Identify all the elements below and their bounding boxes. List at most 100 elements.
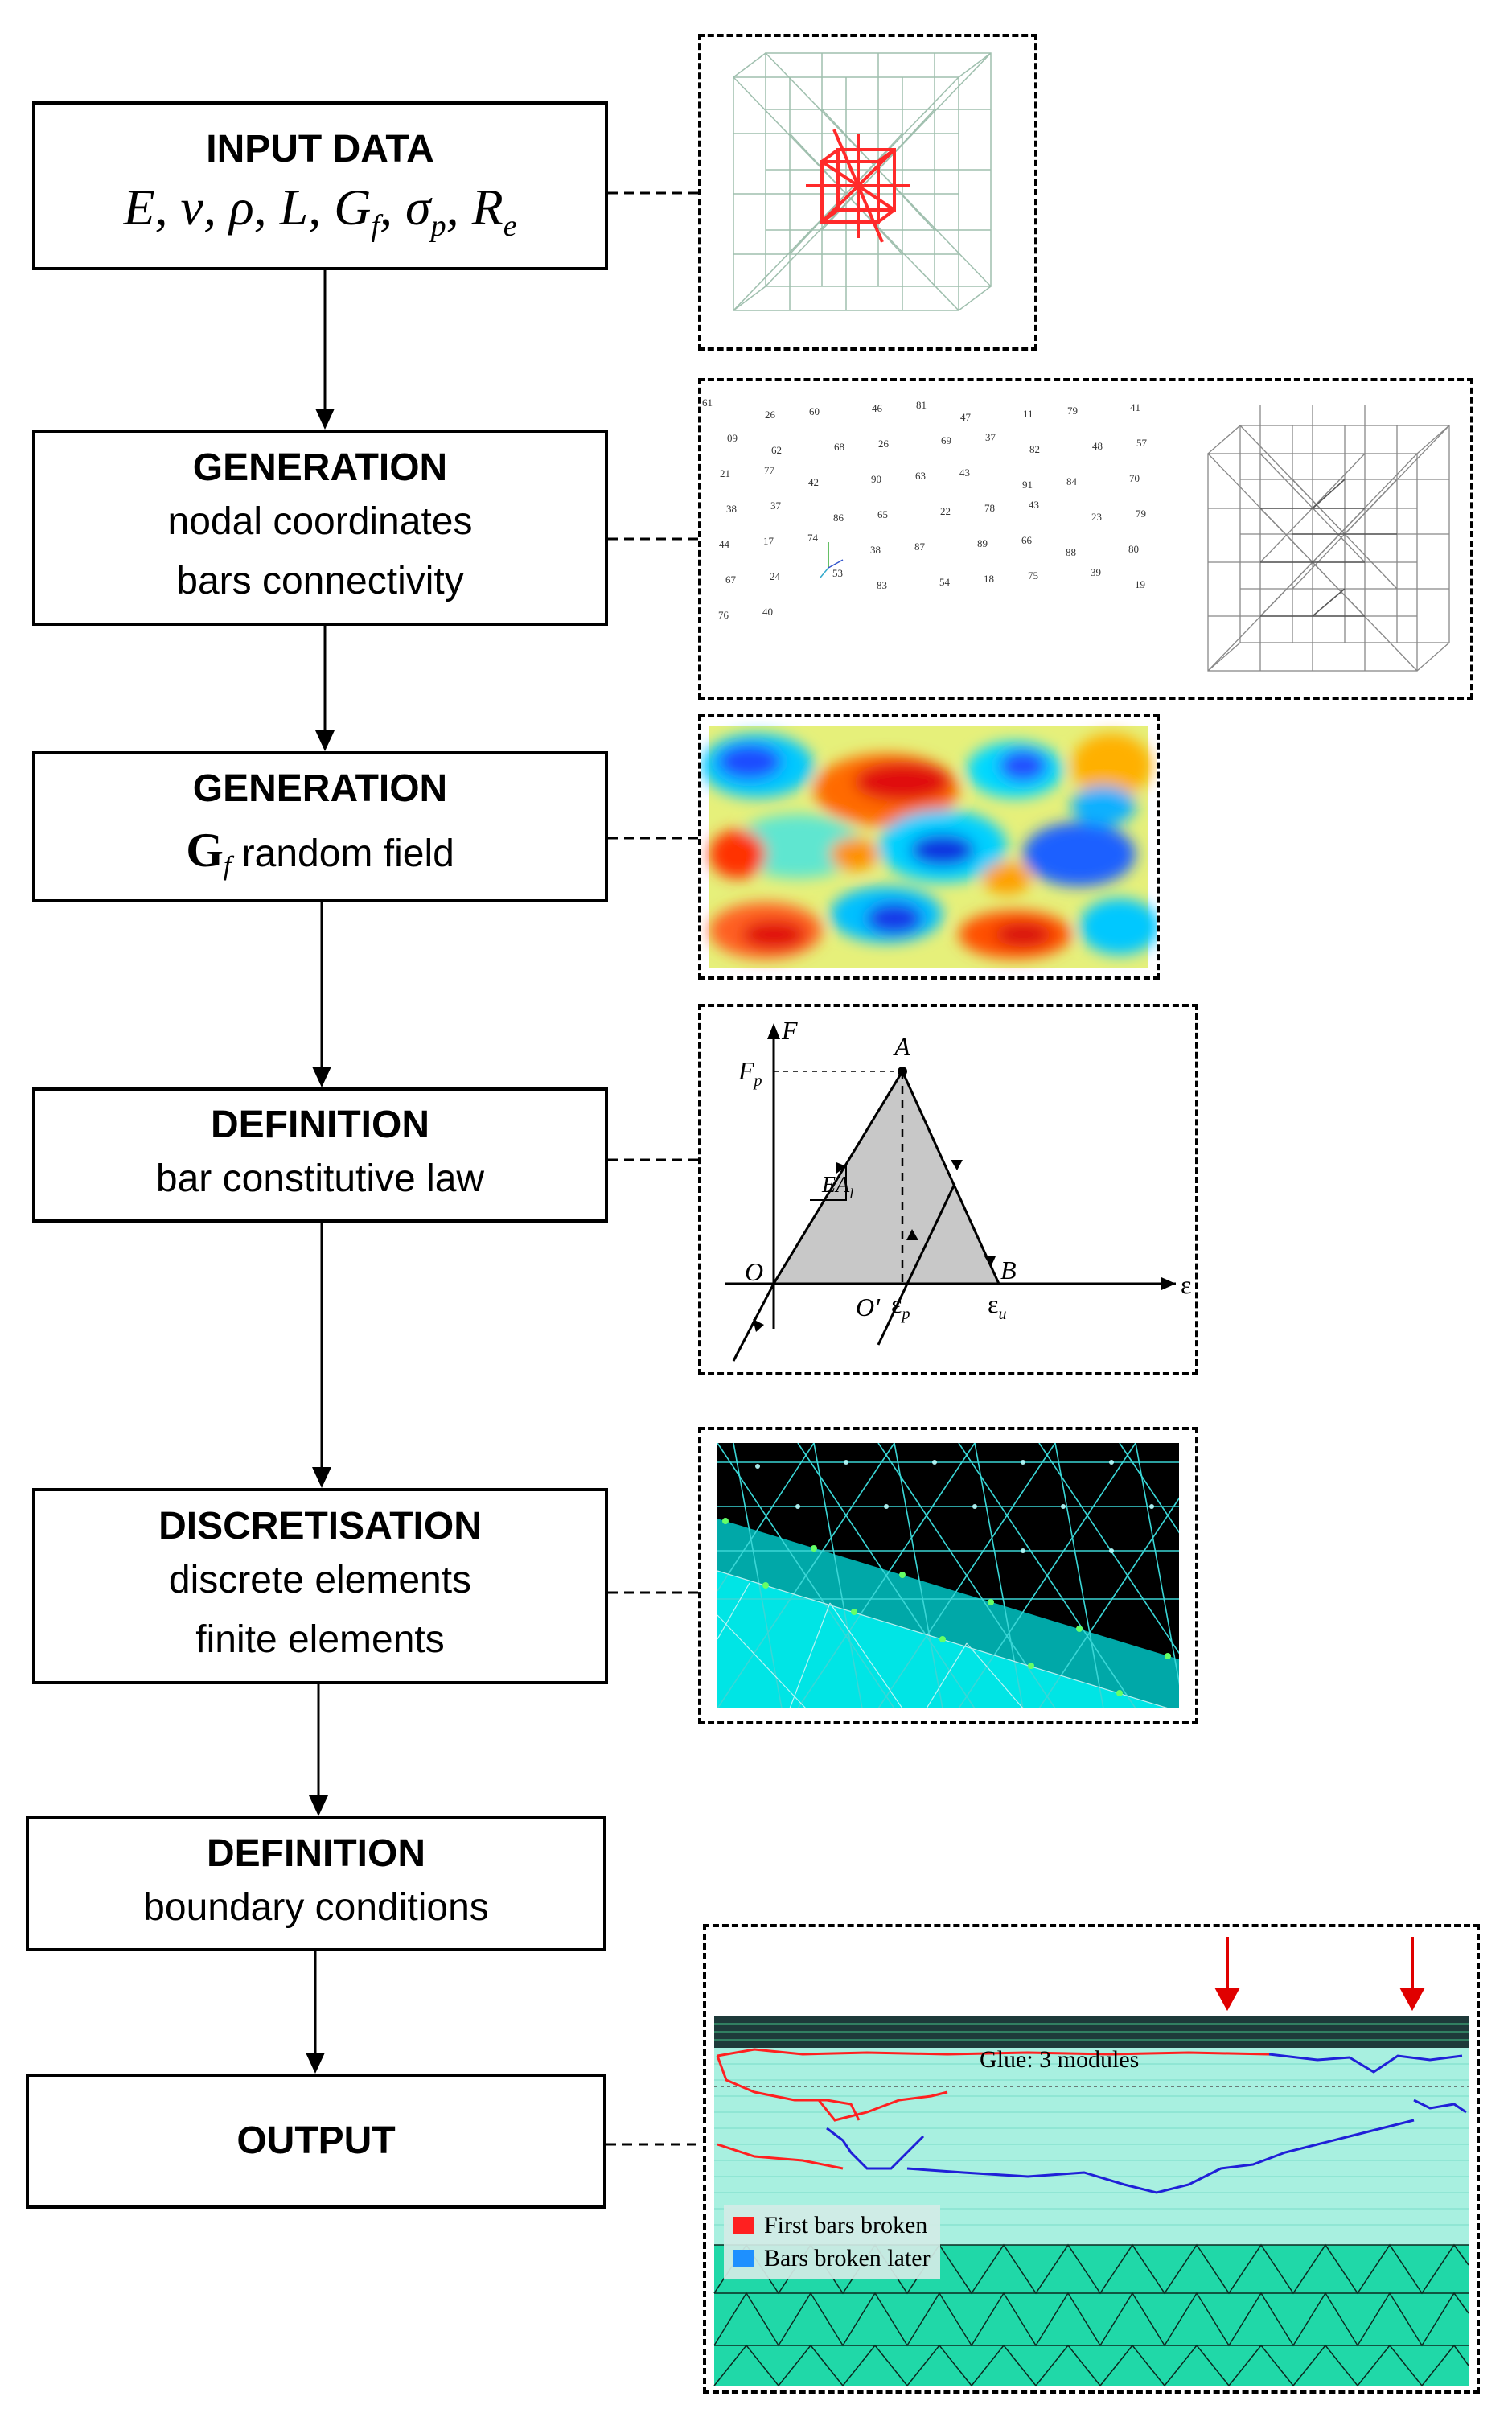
node-number-label: 26 [878, 438, 890, 450]
node-number-label: 54 [939, 576, 951, 588]
node-number-label: 65 [877, 508, 888, 520]
flow-arrowhead-4 [312, 1467, 331, 1488]
node-number-label: 38 [870, 544, 881, 556]
node-number-label: 70 [1129, 472, 1140, 484]
node-number-label: 75 [1028, 569, 1038, 582]
mesh-discretisation-panel [698, 1427, 1198, 1724]
node-number-label: 57 [1136, 437, 1148, 449]
law-shaded-area [774, 1071, 999, 1284]
random-field-image [701, 726, 1157, 968]
node-number-label: 18 [984, 573, 994, 585]
crack-mid-blue [826, 2127, 925, 2170]
random-field-text: Gf random field [186, 824, 454, 882]
node-number-label: 89 [977, 537, 988, 549]
output-title: OUTPUT [236, 2119, 396, 2162]
node-number-label: 21 [720, 467, 730, 479]
law-label-EA: EAl [821, 1173, 853, 1202]
node-number-label: 17 [763, 535, 774, 547]
constitutive-law-panel: F Fp A O O' B EAl ε εp εu [698, 1004, 1198, 1375]
law-label-O-prime: O' [856, 1293, 881, 1322]
node-number-label: 09 [727, 432, 738, 444]
definition-title: DEFINITION [207, 1831, 425, 1875]
output-box: OUTPUT [26, 2074, 606, 2209]
output-fracture-image [713, 1937, 1469, 2387]
flow-arrowhead-3 [312, 1067, 331, 1087]
law-label-eps-p: εp [891, 1289, 910, 1323]
boundary-conditions-text: boundary conditions [143, 1885, 489, 1929]
node-number-label: 66 [1021, 534, 1033, 546]
node-number-label: 63 [915, 470, 926, 482]
generation-random-field-box: GENERATION Gf random field [32, 751, 608, 902]
node-number-label: 53 [832, 567, 843, 579]
node-number-label: 82 [1029, 443, 1040, 455]
discretisation-box: DISCRETISATION discrete elements finite … [32, 1488, 608, 1684]
legend-swatch-red [733, 2217, 754, 2235]
input-formula: E, ν, ρ, L, Gf, σp, Re [123, 178, 517, 243]
node-number-label: 38 [726, 503, 737, 515]
generation-title: GENERATION [192, 446, 448, 489]
glue-label: Glue: 3 modules [980, 2046, 1140, 2073]
bars-connectivity-text: bars connectivity [176, 560, 464, 602]
definition-law-box: DEFINITION bar constitutive law [32, 1087, 608, 1223]
legend-label-first: First bars broken [764, 2212, 928, 2238]
law-label-eps: ε [1181, 1270, 1191, 1299]
node-number-label: 81 [916, 399, 927, 411]
crack-top-blue [1268, 2053, 1463, 2074]
node-number-label: 62 [771, 444, 782, 456]
node-number-label: 48 [1092, 440, 1103, 452]
node-number-label: 23 [1091, 511, 1102, 523]
node-number-label: 43 [1029, 499, 1039, 511]
legend-item-first: First bars broken [733, 2210, 931, 2242]
law-label-Fp: Fp [738, 1056, 762, 1090]
node-number-label: 43 [959, 467, 970, 479]
law-unloading-path [877, 1183, 956, 1346]
random-field-panel [698, 714, 1160, 980]
law-label-O: O [745, 1257, 763, 1286]
node-number-label: 87 [914, 541, 926, 553]
node-number-label: 42 [808, 476, 819, 488]
node-number-label: 19 [1135, 578, 1145, 590]
law-label-F: F [781, 1016, 798, 1045]
node-number-label: 26 [765, 409, 776, 421]
node-number-label: 80 [1128, 543, 1139, 555]
node-number-label: 77 [764, 464, 775, 476]
node-number-label: 37 [770, 499, 782, 512]
lattice-cube-image [733, 52, 992, 311]
discrete-elements-text: discrete elements [168, 1558, 472, 1601]
crack-low-red [717, 2143, 844, 2170]
node-number-label: 67 [725, 573, 737, 586]
node-number-label: 61 [702, 397, 713, 409]
node-number-label: 46 [872, 402, 883, 414]
node-number-label: 76 [718, 609, 729, 621]
legend-item-later: Bars broken later [733, 2242, 931, 2275]
crack-left-red [716, 2055, 861, 2121]
generation-nodes-box: GENERATION nodal coordinates bars connec… [32, 430, 608, 626]
input-data-box: INPUT DATA E, ν, ρ, L, Gf, σp, Re [32, 101, 608, 270]
flow-arrowhead-6 [306, 2053, 325, 2074]
node-number-label: 37 [985, 431, 996, 443]
node-number-label: 79 [1136, 508, 1146, 520]
legend-swatch-blue [733, 2249, 754, 2267]
definition-boundary-box: DEFINITION boundary conditions [26, 1816, 606, 1951]
flow-arrowhead-1 [315, 409, 335, 430]
law-label-eps-u: εu [988, 1289, 1006, 1323]
node-number-label: 24 [770, 570, 781, 582]
node-number-label: 22 [940, 505, 951, 517]
generation-title: GENERATION [192, 767, 448, 811]
node-number-label: 79 [1067, 405, 1078, 417]
nodal-coordinates-text: nodal coordinates [167, 499, 473, 543]
input-data-title: INPUT DATA [206, 127, 434, 171]
definition-title: DEFINITION [211, 1103, 429, 1146]
node-number-label: 78 [984, 502, 995, 514]
node-number-label: 86 [833, 512, 844, 524]
crack-arch-red [817, 2090, 948, 2122]
finite-elements-text: finite elements [195, 1618, 445, 1661]
node-number-label: 74 [807, 532, 819, 544]
law-label-A: A [893, 1032, 910, 1061]
node-number-label: 91 [1022, 479, 1033, 491]
crack-bottom-blue [906, 2119, 1415, 2194]
mesh-discretisation-image [717, 1443, 1179, 1708]
